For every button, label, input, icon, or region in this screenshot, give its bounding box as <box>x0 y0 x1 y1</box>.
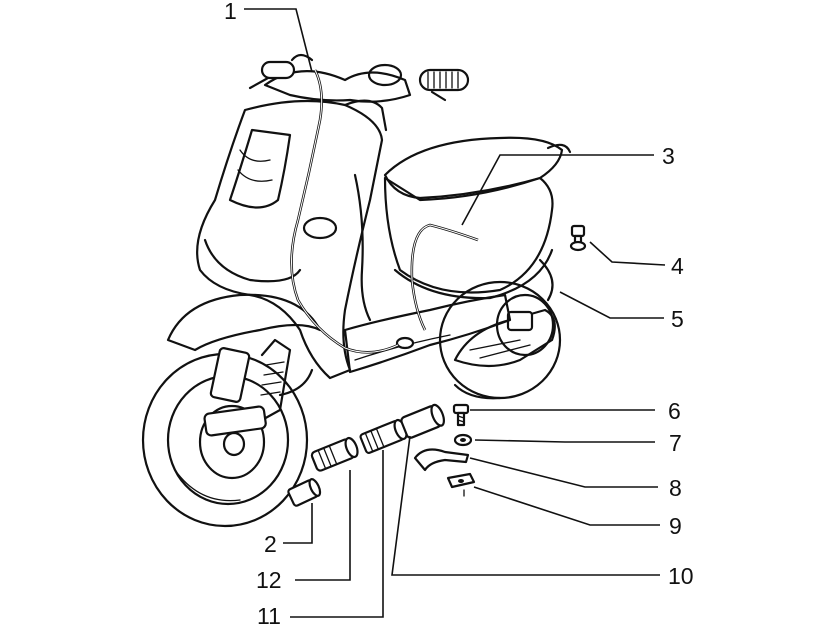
leader-4 <box>589 241 666 266</box>
part-2-plug <box>287 478 322 507</box>
rear-body-panel <box>383 176 554 294</box>
leader-8 <box>469 457 658 488</box>
callout-6: 6 <box>668 398 681 424</box>
front-body-shield <box>196 99 384 380</box>
callout-3: 3 <box>662 143 675 169</box>
callout-1: 1 <box>224 0 237 24</box>
part-12-connector <box>310 436 359 472</box>
leader-5 <box>559 291 664 319</box>
scooter-illustration <box>141 53 572 528</box>
leader-9 <box>473 486 660 526</box>
callout-4: 4 <box>671 253 684 279</box>
leader-10 <box>391 435 660 576</box>
callout-2: 2 <box>264 531 277 557</box>
leader-2 <box>283 503 313 544</box>
front-mudguard <box>166 293 322 352</box>
part-6-screw <box>452 403 470 427</box>
part-10-connector <box>400 403 445 439</box>
leader-3 <box>461 154 654 226</box>
callout-9: 9 <box>669 513 682 539</box>
leader-12 <box>295 470 351 581</box>
loose-parts <box>287 224 587 507</box>
callout-labels: 1 2 3 4 5 6 7 8 9 10 11 12 <box>224 0 694 625</box>
callout-10: 10 <box>668 563 694 589</box>
callout-8: 8 <box>669 475 682 501</box>
leader-1 <box>244 8 313 73</box>
callout-7: 7 <box>669 430 682 456</box>
leader-lines <box>244 8 666 618</box>
handlebar <box>248 53 470 103</box>
callout-12: 12 <box>256 567 282 593</box>
callout-5: 5 <box>671 306 684 332</box>
front-fork <box>203 338 314 437</box>
leader-7 <box>474 439 655 443</box>
seat <box>383 136 564 200</box>
callout-11: 11 <box>257 603 281 625</box>
leader-11 <box>290 450 384 618</box>
part-8-clamp <box>413 448 470 472</box>
engine-unit <box>453 258 556 368</box>
floorboard <box>343 293 512 374</box>
part-4-bolt <box>569 224 587 252</box>
rear-wheel <box>438 280 562 400</box>
part-9-nut <box>446 472 476 497</box>
